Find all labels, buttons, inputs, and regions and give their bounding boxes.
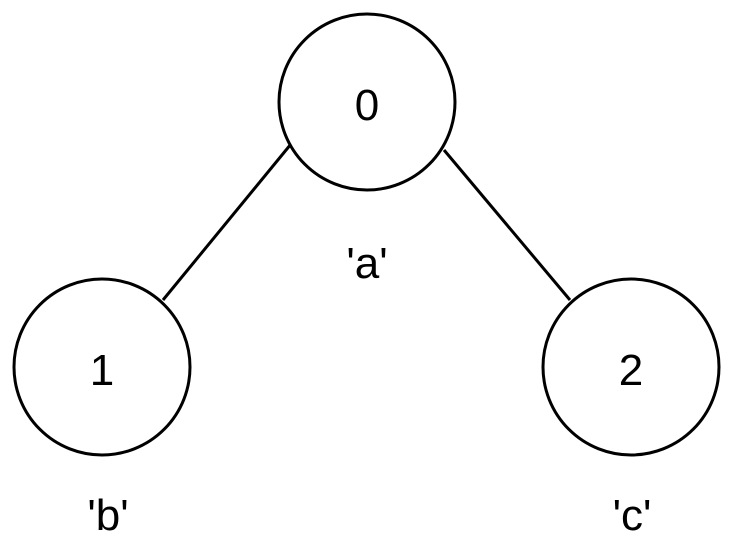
node-1: 1 bbox=[12, 277, 192, 457]
node-2: 2 bbox=[541, 277, 721, 457]
node-2-char: 'c' bbox=[613, 491, 652, 540]
node-2-circle bbox=[541, 277, 721, 457]
node-1-label: 1 bbox=[90, 346, 114, 395]
node-2-label: 2 bbox=[619, 346, 643, 395]
edge-0-2 bbox=[442, 149, 572, 301]
node-0-label: 0 bbox=[355, 81, 379, 130]
node-0-circle bbox=[277, 12, 457, 192]
edge-0-1 bbox=[161, 143, 293, 301]
node-0-char: 'a' bbox=[346, 239, 387, 288]
node-0: 0 bbox=[277, 12, 457, 192]
node-1-circle bbox=[12, 277, 192, 457]
node-1-char: 'b' bbox=[87, 491, 128, 540]
